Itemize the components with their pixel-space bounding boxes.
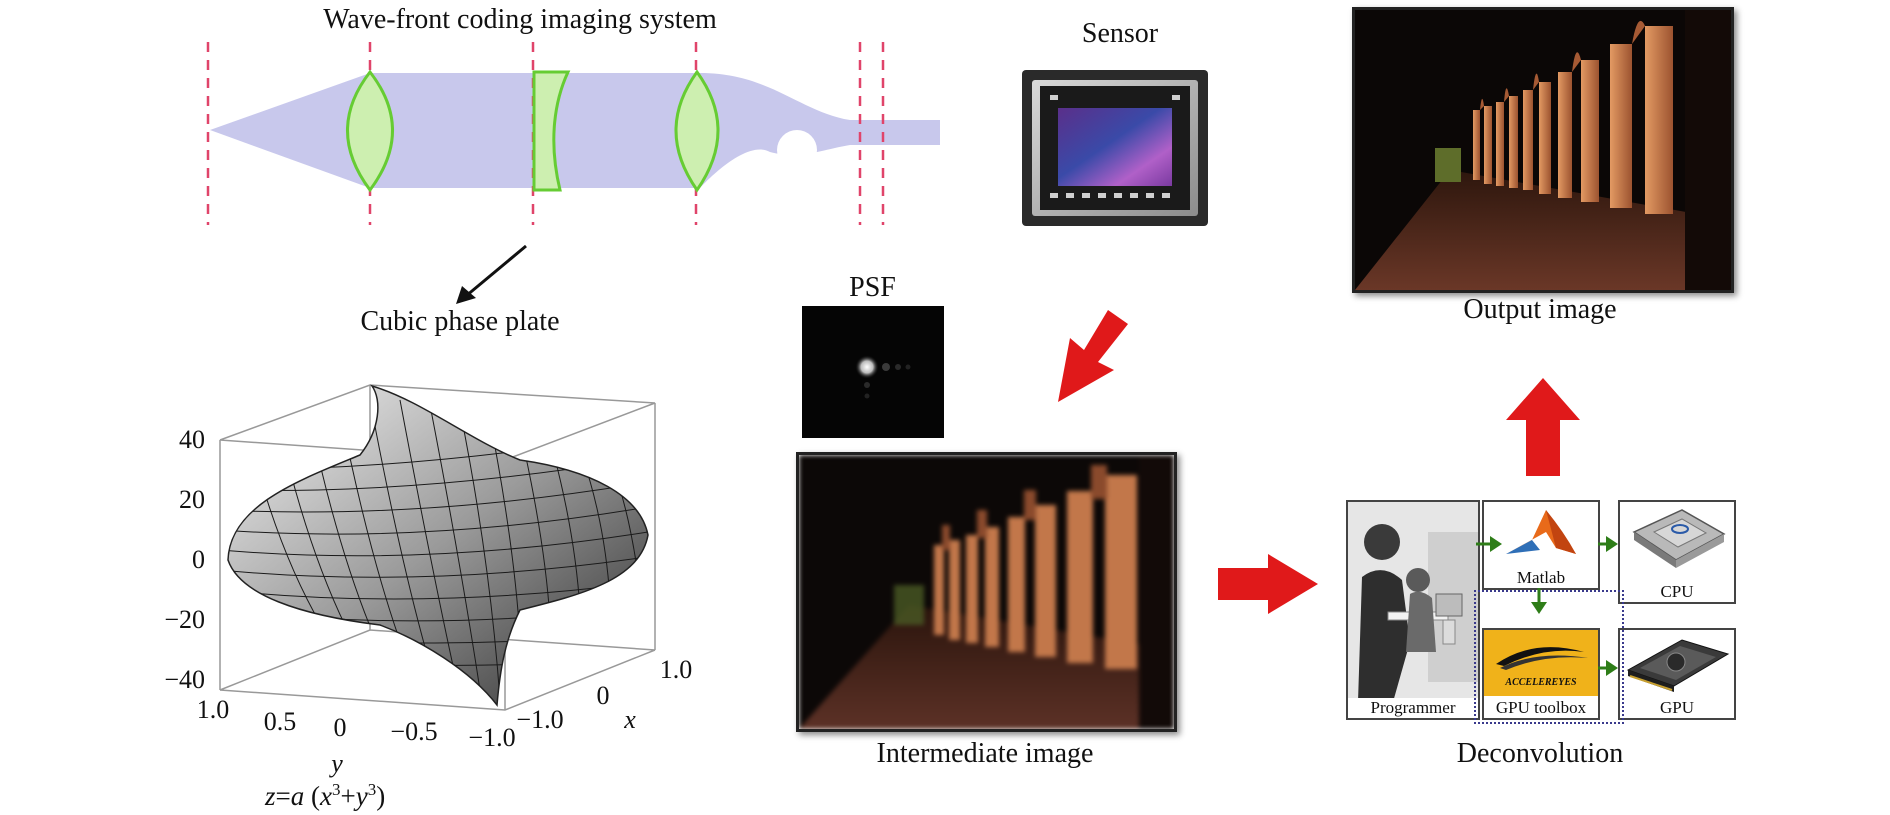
gpu-toolbox-panel: ACCELEREYES GPU toolbox [1482,628,1600,720]
y-tick-1: 1.0 [197,695,230,724]
cubic-surface [227,384,649,707]
z-tick-1: 40 [179,425,205,454]
x-tick-1: −1.0 [516,705,563,734]
gpu-toolbox-label: GPU toolbox [1484,698,1598,718]
output-caption: Output image [1463,294,1617,325]
red-arrow-to-deconvolution [1218,554,1318,614]
lens-2 [674,69,720,193]
cpu-panel: CPU [1618,500,1736,604]
sensor-label: Sensor [1081,18,1159,49]
z-tick-2: 20 [179,485,205,514]
lens-1 [346,69,394,193]
gpu-panel: GPU [1618,628,1736,720]
matlab-label: Matlab [1484,568,1598,588]
y-axis-label: y [328,749,343,778]
cubic-surface-plot: 40 20 0 −20 −40 1.0 0.5 0 −0.5 −1.0 y −1… [164,384,693,811]
output-image [1352,7,1734,293]
y-tick-5: −1.0 [468,723,515,752]
psf-image [802,306,944,438]
programmer-label: Programmer [1348,698,1478,718]
red-arrow-sensor-to-intermediate [1058,310,1128,402]
plate-caption: Cubic phase plate [360,306,560,337]
sensor-chip [1022,70,1208,226]
plate-pointer-arrow [456,244,527,304]
programmer-panel: Programmer [1346,500,1480,720]
deconvolution-flow-arrows [1476,536,1618,676]
x-tick-3: 1.0 [660,655,693,684]
cubic-phase-plate [532,70,571,192]
beam-notch [777,130,817,170]
z-tick-3: 0 [192,545,205,574]
optical-system-diagram [206,42,940,225]
y-tick-4: −0.5 [390,717,437,746]
z-tick-5: −40 [164,665,205,694]
x-axis-label: x [623,705,636,734]
z-tick-4: −20 [164,605,205,634]
surface-formula: z=a (x3+y3) [264,780,385,811]
gpu-label: GPU [1620,698,1734,718]
sensor-array [1058,108,1172,186]
psf-label: PSF [849,272,896,303]
optics-title: Wave-front coding imaging system [323,4,717,35]
matlab-panel: Matlab [1482,500,1600,590]
light-beam [210,73,940,188]
deconvolution-caption: Deconvolution [1456,738,1624,769]
y-tick-2: 0.5 [264,707,297,736]
intermediate-image [796,452,1177,732]
red-arrow-up-to-output [1506,378,1580,476]
y-tick-3: 0 [334,713,347,742]
gpu-group-outline [1474,590,1624,724]
intermediate-caption: Intermediate image [876,738,1094,769]
cpu-label: CPU [1620,582,1734,602]
x-tick-2: 0 [597,681,610,710]
gpu-toolbox-brand: ACCELEREYES [1504,677,1577,688]
